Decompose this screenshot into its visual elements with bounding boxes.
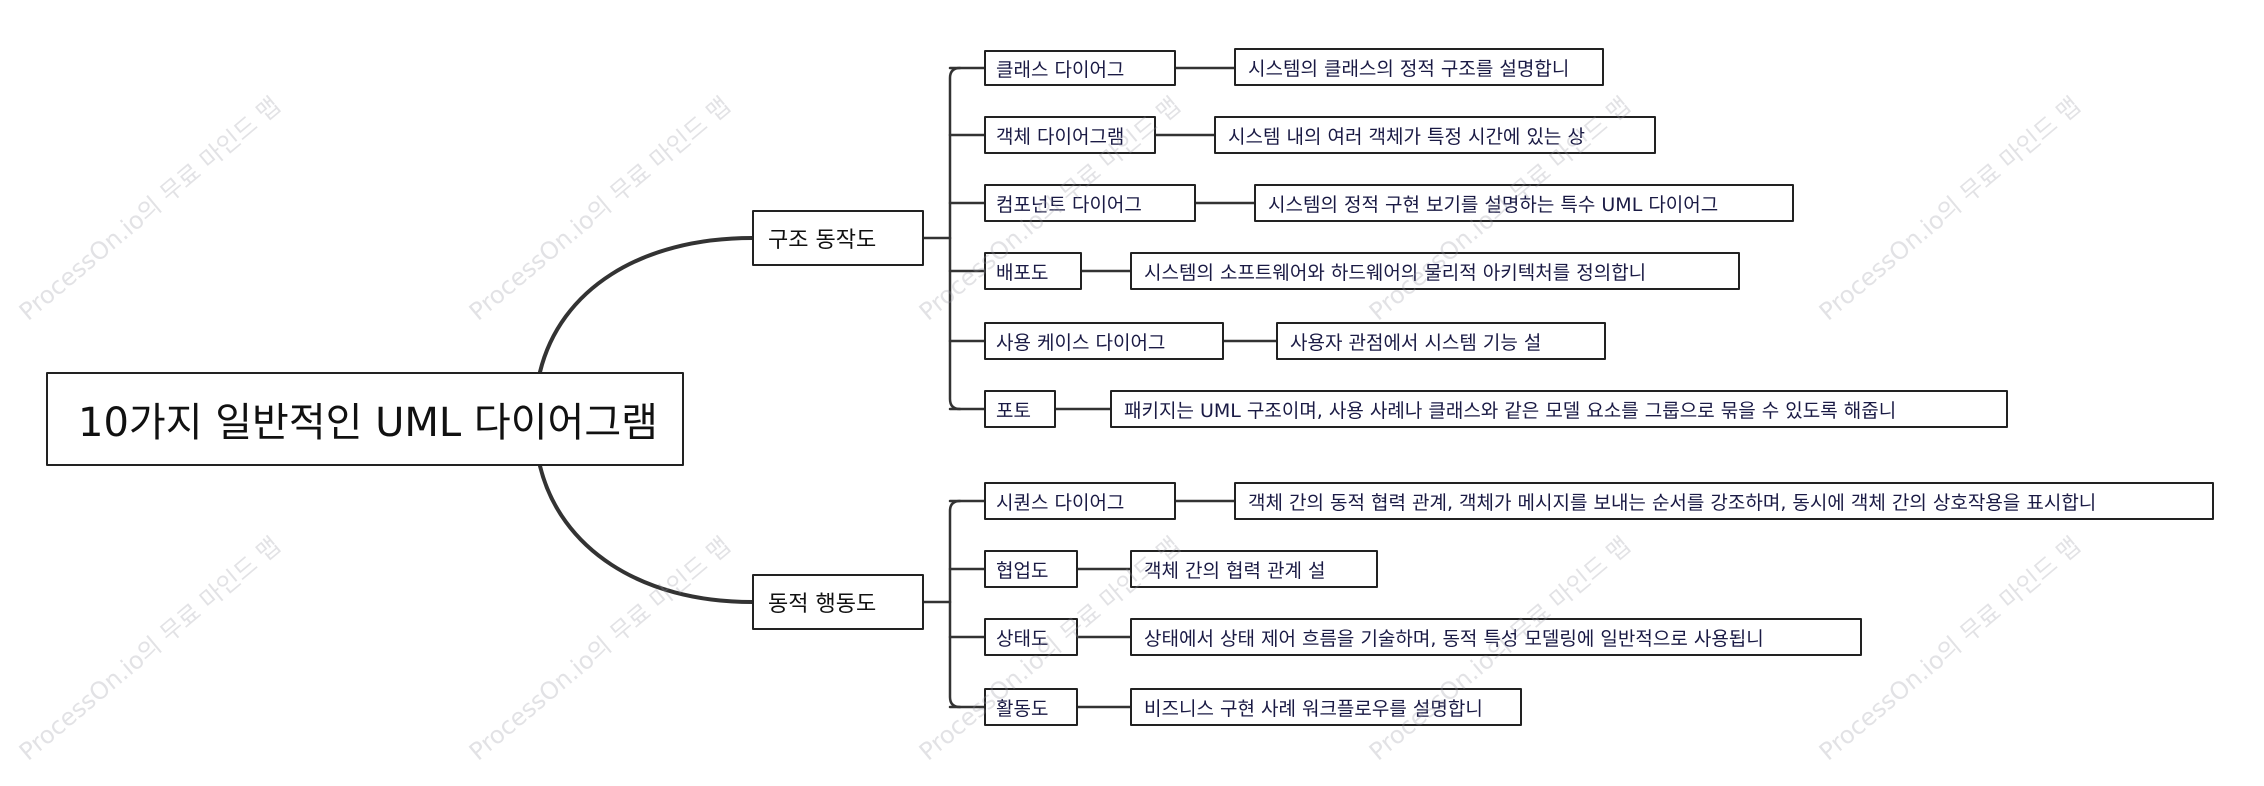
leaf-text: 시스템의 소프트웨어와 하드웨어의 물리적 아키텍처를 정의합니 <box>1144 261 1647 284</box>
root-node[interactable]: 10가지 일반적인 UML 다이어그램 <box>46 372 684 466</box>
leaf-usecase-diagram-desc[interactable]: 사용자 관점에서 시스템 기능 설 <box>1276 322 1606 360</box>
child-activity-diagram[interactable]: 활동도 <box>984 688 1078 726</box>
child-usecase-diagram[interactable]: 사용 케이스 다이어그 <box>984 322 1224 360</box>
child-label: 배포도 <box>996 261 1049 284</box>
branch-label: 동적 행동도 <box>768 592 877 617</box>
leaf-component-diagram-desc[interactable]: 시스템의 정적 구현 보기를 설명하는 특수 UML 다이어그 <box>1254 184 1794 222</box>
leaf-text: 사용자 관점에서 시스템 기능 설 <box>1290 331 1542 354</box>
leaf-deployment-diagram-desc[interactable]: 시스템의 소프트웨어와 하드웨어의 물리적 아키텍처를 정의합니 <box>1130 252 1740 290</box>
child-label: 포토 <box>996 399 1031 422</box>
leaf-sequence-diagram-desc[interactable]: 객체 간의 동적 협력 관계, 객체가 메시지를 보내는 순서를 강조하며, 동… <box>1234 482 2214 520</box>
child-package-diagram[interactable]: 포토 <box>984 390 1056 428</box>
leaf-text: 시스템 내의 여러 객체가 특정 시간에 있는 상 <box>1228 125 1585 148</box>
leaf-class-diagram-desc[interactable]: 시스템의 클래스의 정적 구조를 설명합니 <box>1234 48 1604 86</box>
child-label: 객체 다이어그램 <box>996 125 1125 148</box>
branch-structural[interactable]: 구조 동작도 <box>752 210 924 266</box>
child-sequence-diagram[interactable]: 시퀀스 다이어그 <box>984 482 1176 520</box>
child-label: 컴포넌트 다이어그 <box>996 193 1142 216</box>
child-label: 사용 케이스 다이어그 <box>996 331 1166 354</box>
child-label: 협업도 <box>996 559 1049 582</box>
branch-behavioral[interactable]: 동적 행동도 <box>752 574 924 630</box>
root-to-branch-connector <box>538 236 754 374</box>
leaf-text: 시스템의 정적 구현 보기를 설명하는 특수 UML 다이어그 <box>1268 193 1719 216</box>
leaf-text: 시스템의 클래스의 정적 구조를 설명합니 <box>1248 57 1570 80</box>
bracket-connector <box>948 66 962 411</box>
child-collaboration-diagram[interactable]: 협업도 <box>984 550 1078 588</box>
leaf-package-diagram-desc[interactable]: 패키지는 UML 구조이며, 사용 사례나 클래스와 같은 모델 요소를 그룹으… <box>1110 390 2008 428</box>
child-state-diagram[interactable]: 상태도 <box>984 618 1078 656</box>
child-label: 활동도 <box>996 697 1049 720</box>
leaf-text: 객체 간의 협력 관계 설 <box>1144 559 1326 582</box>
root-to-branch-connector <box>538 464 754 604</box>
leaf-text: 상태에서 상태 제어 흐름을 기술하며, 동적 특성 모델링에 일반적으로 사용… <box>1144 627 1764 650</box>
bracket-connector <box>948 499 962 709</box>
child-label: 시퀀스 다이어그 <box>996 491 1125 514</box>
root-label: 10가지 일반적인 UML 다이어그램 <box>78 400 658 446</box>
child-label: 클래스 다이어그 <box>996 58 1125 81</box>
child-component-diagram[interactable]: 컴포넌트 다이어그 <box>984 184 1196 222</box>
leaf-text: 객체 간의 동적 협력 관계, 객체가 메시지를 보내는 순서를 강조하며, 동… <box>1248 491 2097 514</box>
leaf-object-diagram-desc[interactable]: 시스템 내의 여러 객체가 특정 시간에 있는 상 <box>1214 116 1656 154</box>
leaf-text: 패키지는 UML 구조이며, 사용 사례나 클래스와 같은 모델 요소를 그룹으… <box>1124 399 1897 422</box>
child-deployment-diagram[interactable]: 배포도 <box>984 252 1082 290</box>
child-object-diagram[interactable]: 객체 다이어그램 <box>984 116 1156 154</box>
child-label: 상태도 <box>996 627 1049 650</box>
leaf-text: 비즈니스 구현 사례 워크플로우를 설명합니 <box>1144 697 1483 720</box>
leaf-collaboration-diagram-desc[interactable]: 객체 간의 협력 관계 설 <box>1130 550 1378 588</box>
child-class-diagram[interactable]: 클래스 다이어그 <box>984 50 1176 86</box>
branch-label: 구조 동작도 <box>768 228 877 253</box>
leaf-activity-diagram-desc[interactable]: 비즈니스 구현 사례 워크플로우를 설명합니 <box>1130 688 1522 726</box>
leaf-state-diagram-desc[interactable]: 상태에서 상태 제어 흐름을 기술하며, 동적 특성 모델링에 일반적으로 사용… <box>1130 618 1862 656</box>
